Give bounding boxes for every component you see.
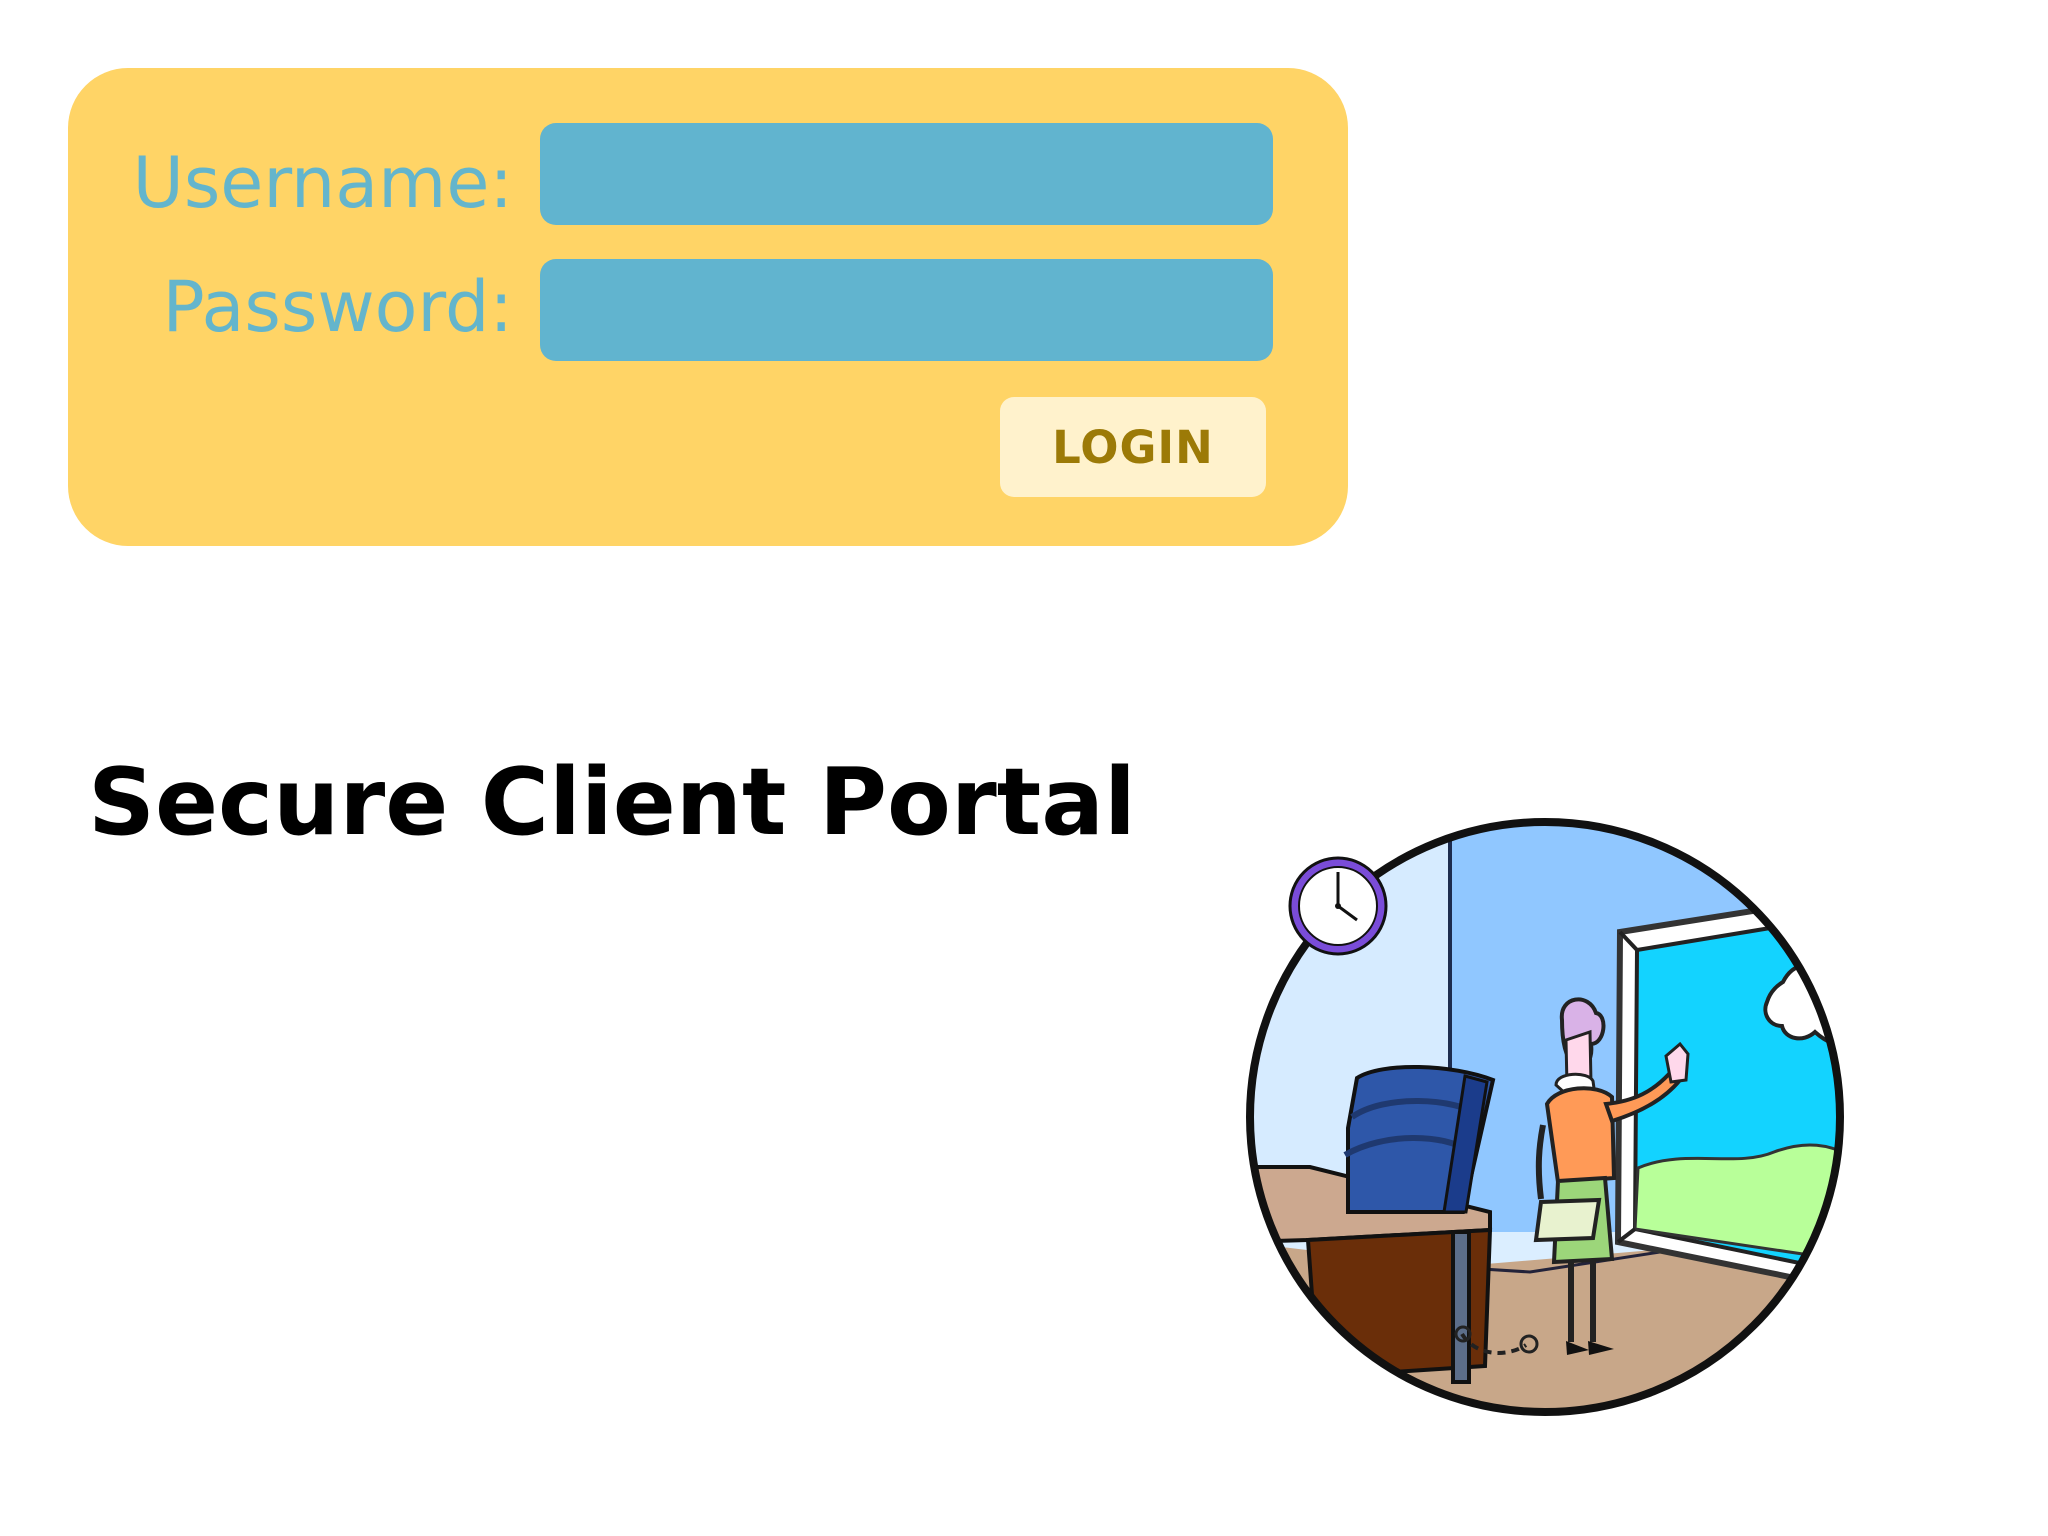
office-chair <box>1343 1065 1496 1214</box>
login-panel: Username: Password: LOGIN <box>68 68 1348 546</box>
username-label: Username: <box>132 142 513 224</box>
username-input[interactable] <box>540 123 1273 225</box>
password-label: Password: <box>162 266 513 348</box>
login-button[interactable]: LOGIN <box>1000 397 1266 497</box>
page-title: Secure Client Portal <box>88 748 1136 856</box>
clock-icon <box>1288 856 1388 956</box>
ankle-chain <box>1454 1325 1539 1355</box>
woman-figure <box>1533 997 1690 1355</box>
office-worker-chained-illustration <box>1246 818 1844 1416</box>
password-input[interactable] <box>540 259 1273 361</box>
